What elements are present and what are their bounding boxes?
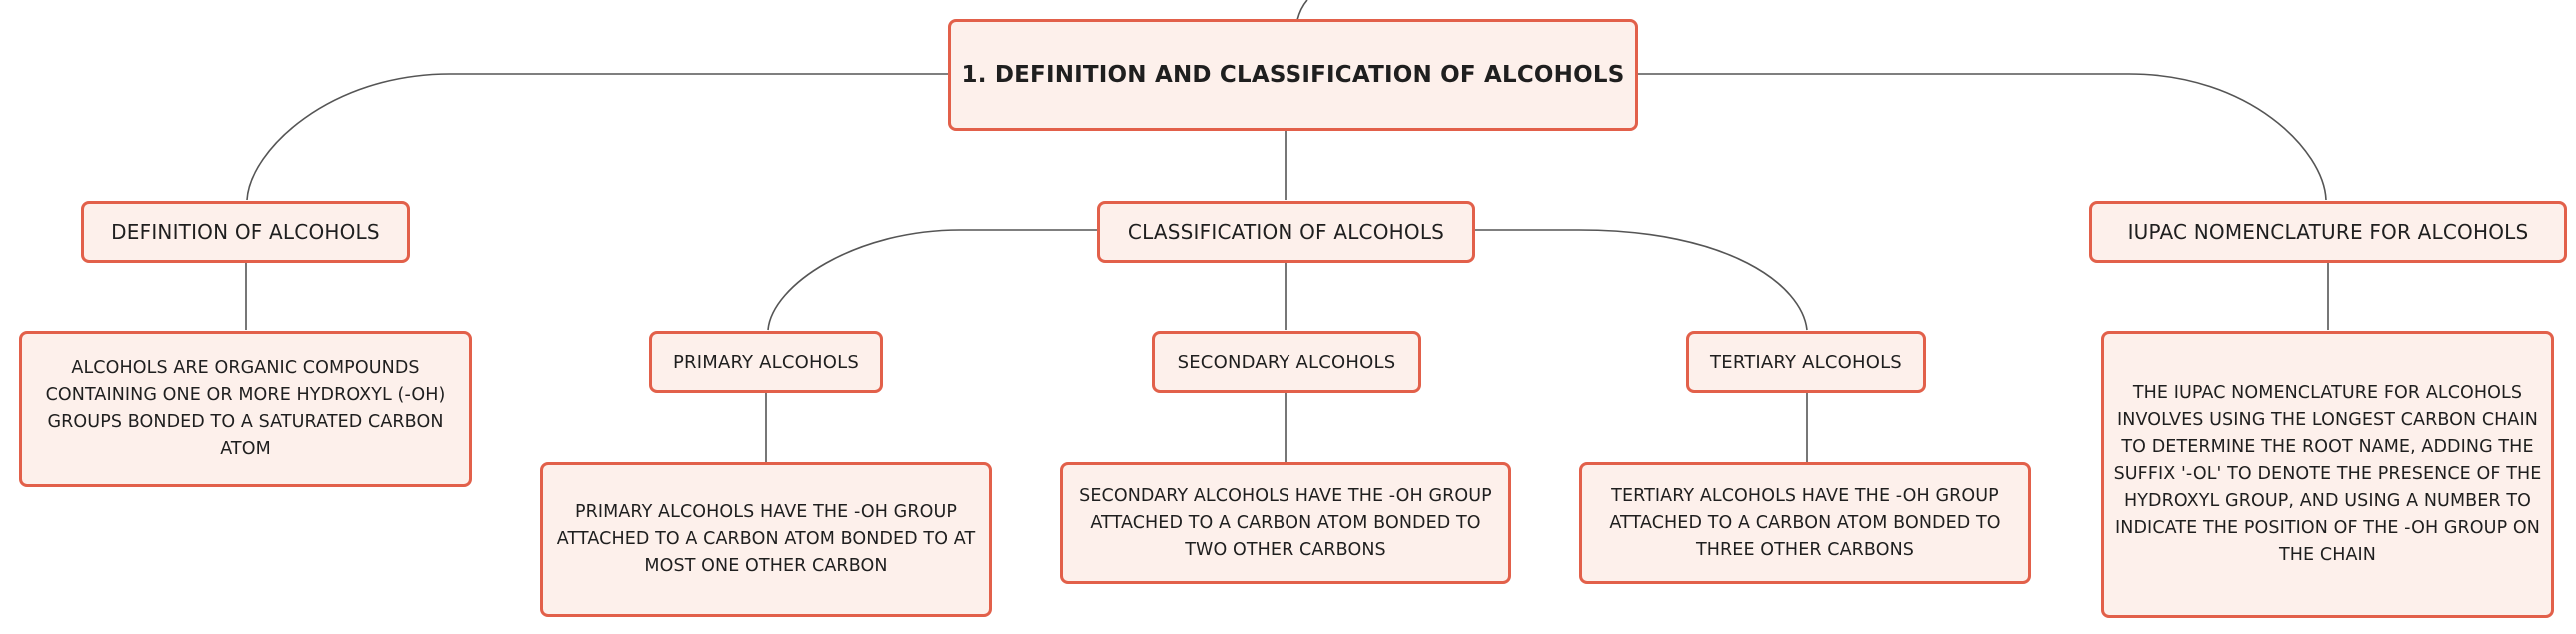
primary-label: PRIMARY ALCOHOLS	[672, 351, 860, 373]
definition-text-node[interactable]: ALCOHOLS ARE ORGANIC COMPOUNDS CONTAININ…	[19, 331, 472, 487]
tertiary-node[interactable]: TERTIARY ALCOHOLS	[1686, 331, 1926, 393]
definition-text: ALCOHOLS ARE ORGANIC COMPOUNDS CONTAININ…	[45, 358, 446, 459]
definition-label: DEFINITION OF ALCOHOLS	[111, 220, 380, 244]
iupac-text-node[interactable]: THE IUPAC NOMENCLATURE FOR ALCOHOLS INVO…	[2101, 331, 2554, 618]
connector-classification-to-tertiary	[1474, 229, 1808, 331]
iupac-node[interactable]: IUPAC NOMENCLATURE FOR ALCOHOLS	[2089, 201, 2567, 263]
root-topic-node[interactable]: 1. DEFINITION AND CLASSIFICATION OF ALCO…	[948, 19, 1638, 131]
primary-text-node[interactable]: PRIMARY ALCOHOLS HAVE THE -OH GROUP ATTA…	[540, 462, 992, 617]
connector-root-to-definition	[246, 73, 949, 201]
tertiary-text: TERTIARY ALCOHOLS HAVE THE -OH GROUP ATT…	[1609, 485, 2001, 560]
root-topic-label: 1. DEFINITION AND CLASSIFICATION OF ALCO…	[961, 62, 1625, 88]
definition-node[interactable]: DEFINITION OF ALCOHOLS	[81, 201, 410, 263]
secondary-label: SECONDARY ALCOHOLS	[1177, 351, 1396, 373]
classification-label: CLASSIFICATION OF ALCOHOLS	[1127, 220, 1445, 244]
secondary-text: SECONDARY ALCOHOLS HAVE THE -OH GROUP AT…	[1079, 485, 1492, 560]
tertiary-label: TERTIARY ALCOHOLS	[1710, 351, 1902, 373]
tertiary-text-node[interactable]: TERTIARY ALCOHOLS HAVE THE -OH GROUP ATT…	[1579, 462, 2031, 584]
primary-node[interactable]: PRIMARY ALCOHOLS	[649, 331, 883, 393]
connector-classification-to-primary	[767, 229, 1098, 331]
classification-node[interactable]: CLASSIFICATION OF ALCOHOLS	[1097, 201, 1475, 263]
connector-parent-to-root	[1296, 0, 1308, 21]
primary-text: PRIMARY ALCOHOLS HAVE THE -OH GROUP ATTA…	[556, 502, 976, 576]
secondary-text-node[interactable]: SECONDARY ALCOHOLS HAVE THE -OH GROUP AT…	[1060, 462, 1511, 584]
iupac-label: IUPAC NOMENCLATURE FOR ALCOHOLS	[2127, 220, 2529, 244]
secondary-node[interactable]: SECONDARY ALCOHOLS	[1152, 331, 1421, 393]
connector-root-to-iupac	[1637, 73, 2327, 201]
iupac-text: THE IUPAC NOMENCLATURE FOR ALCOHOLS INVO…	[2113, 383, 2542, 565]
